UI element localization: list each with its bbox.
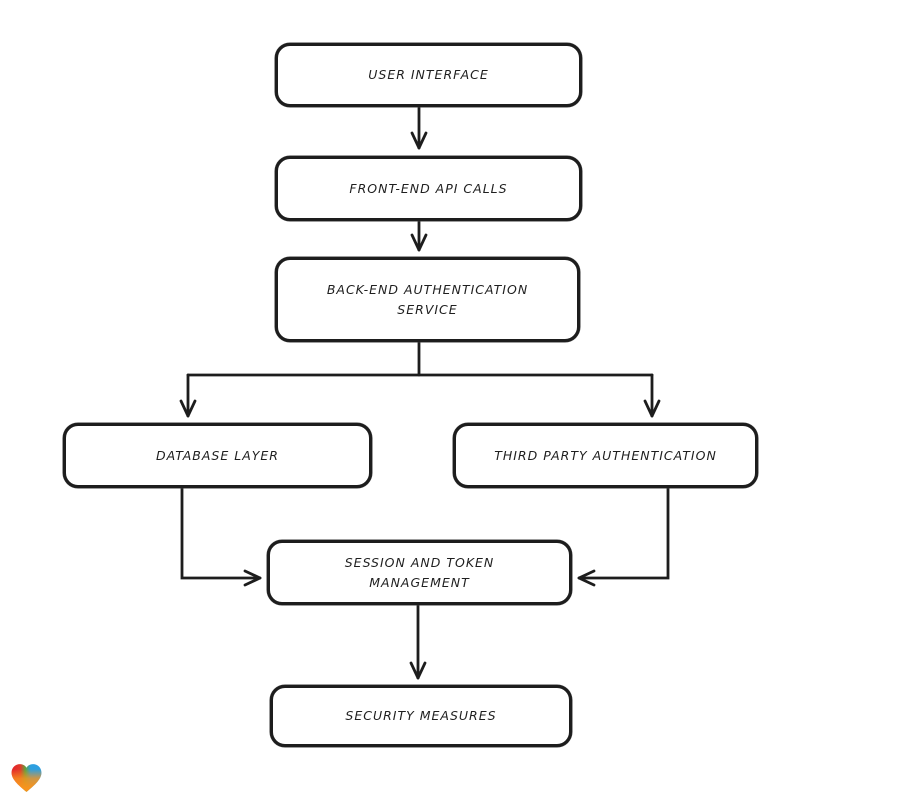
node-third-party-authentication-label: THIRD PARTY AUTHENTICATION xyxy=(494,447,717,463)
node-session-and-token-management: SESSION AND TOKEN MANAGEMENT xyxy=(267,540,572,605)
node-security-measures-label: SECURITY MEASURES xyxy=(345,708,497,724)
node-user-interface: USER INTERFACE xyxy=(275,43,582,107)
node-session-and-token-management-label: SESSION AND TOKEN MANAGEMENT xyxy=(344,555,495,590)
node-database-layer: DATABASE LAYER xyxy=(63,423,372,488)
node-front-end-api-calls: FRONT-END API CALLS xyxy=(275,156,582,221)
node-security-measures: SECURITY MEASURES xyxy=(270,685,572,747)
node-back-end-authentication-service: BACK-END AUTHENTICATION SERVICE xyxy=(275,257,580,342)
heart-logo xyxy=(11,764,42,792)
node-third-party-authentication: THIRD PARTY AUTHENTICATION xyxy=(453,423,758,488)
node-back-end-authentication-service-label: BACK-END AUTHENTICATION SERVICE xyxy=(326,282,529,317)
edge-database-to-session xyxy=(180,486,262,587)
node-database-layer-label: DATABASE LAYER xyxy=(156,447,279,463)
edge-thirdparty-to-session xyxy=(577,486,670,587)
heart-shape-overlay xyxy=(11,764,42,792)
node-front-end-api-calls-label: FRONT-END API CALLS xyxy=(349,180,508,196)
node-user-interface-label: USER INTERFACE xyxy=(368,67,489,83)
